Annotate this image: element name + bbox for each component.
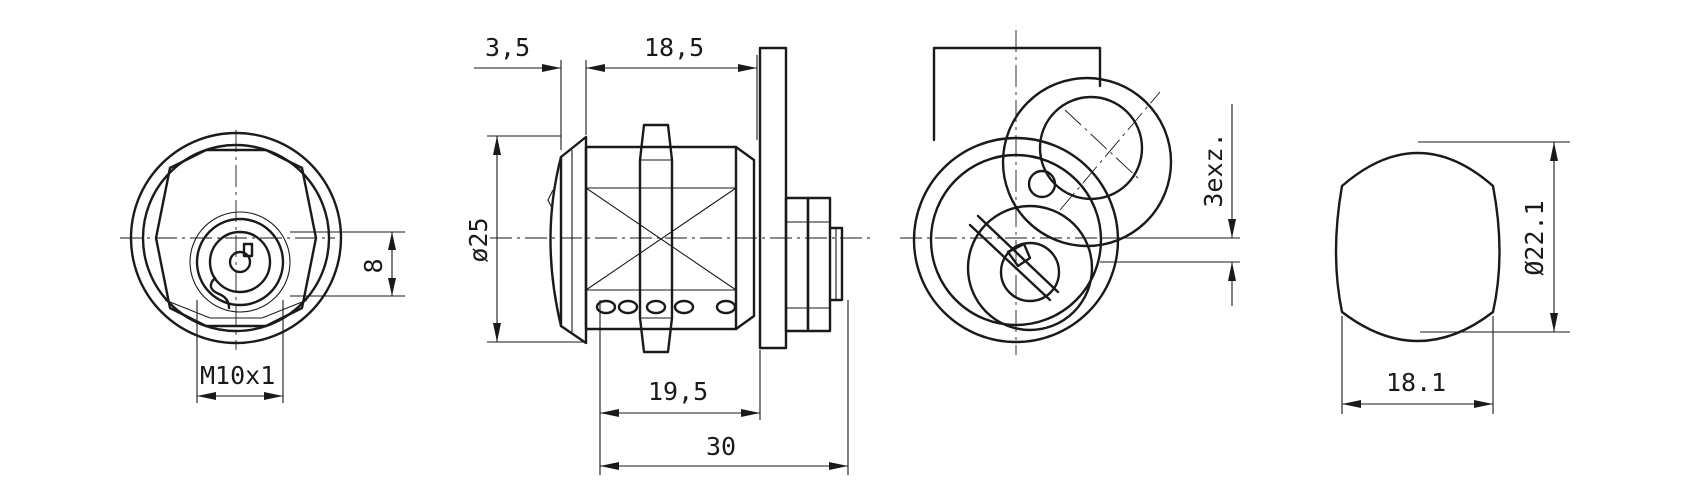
- side-view: [490, 46, 870, 354]
- overall-length-label: 30: [706, 432, 736, 461]
- grip-length-label: 19,5: [648, 377, 708, 406]
- collar-width-label: 3,5: [485, 33, 530, 62]
- side-dimensions: 3,5 18,5 ø25 19,5 30: [464, 33, 849, 475]
- cut-profile-view: [1334, 151, 1501, 343]
- front-view: [120, 130, 343, 350]
- thread-size-label: M10x1: [200, 361, 275, 390]
- front-dimensions: M10x1 8: [196, 231, 405, 403]
- cut-diameter-label: Ø22.1: [1520, 200, 1549, 275]
- cut-dimensions: Ø22.1 18.1: [1341, 141, 1570, 414]
- cut-width-label: 18.1: [1386, 368, 1446, 397]
- body-length-label: 18,5: [644, 33, 704, 62]
- cam-offset-label: 8: [359, 258, 388, 273]
- eccentric-label: 3exz.: [1199, 132, 1228, 207]
- outer-diameter-label: ø25: [464, 217, 493, 262]
- rear-dimensions: 3exz.: [1100, 104, 1240, 306]
- rear-view: [900, 30, 1240, 355]
